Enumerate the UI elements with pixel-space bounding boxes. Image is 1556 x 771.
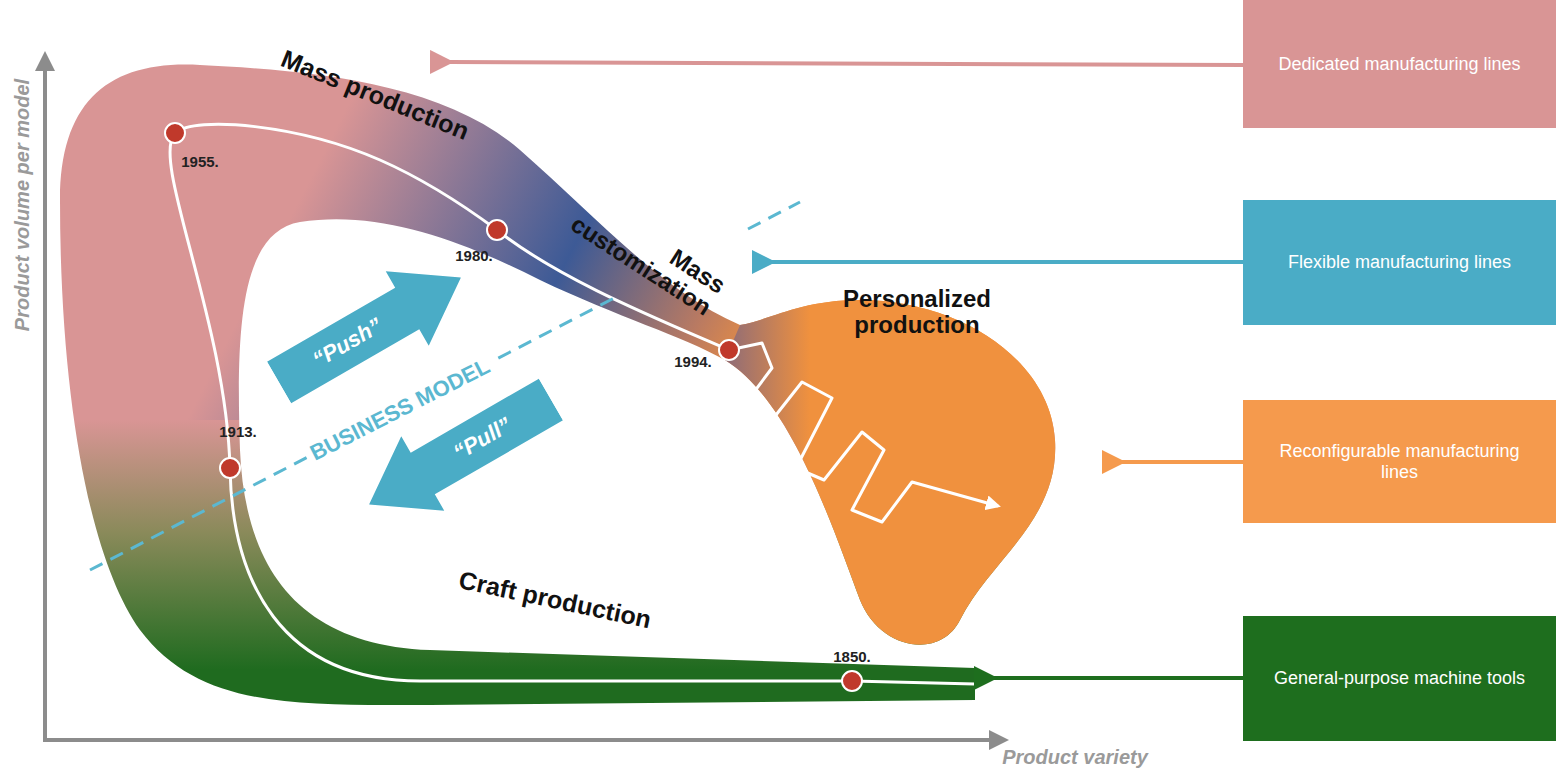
axis-title: Product volume per model: [11, 79, 33, 331]
x-axis: [43, 738, 1005, 742]
leader-arrow: [772, 260, 1243, 264]
paradigm-box: Dedicated manufacturing lines: [1243, 0, 1556, 128]
timeline-path: [170, 124, 975, 684]
box-label: Dedicated manufacturing lines: [1278, 54, 1520, 75]
zigzag-path: [729, 343, 998, 522]
business-model-line: [748, 202, 800, 229]
box-label: General-purpose machine tools: [1274, 668, 1525, 689]
paradigm-box: Flexible manufacturing lines: [1243, 200, 1556, 325]
axis-title: Product variety: [1002, 746, 1148, 768]
paradigm-label: Mass production: [277, 45, 473, 145]
paradigm-box: General-purpose machine tools: [1243, 616, 1556, 741]
leader-arrow: [994, 676, 1243, 680]
paradigm-box: Reconfigurable manufacturing lines: [1243, 400, 1556, 523]
year-dots: [165, 123, 862, 691]
paradigm-band: [0, 0, 1100, 771]
box-label: Flexible manufacturing lines: [1288, 252, 1511, 273]
leader-arrow: [1122, 460, 1243, 464]
business-model-line: [90, 295, 620, 570]
year-label: 1955.: [181, 154, 219, 171]
box-label: Reconfigurable manufacturing lines: [1267, 441, 1532, 482]
y-axis: [43, 55, 47, 742]
paradigm-label: Personalized production: [830, 286, 1005, 339]
paradigm-label: Craft production: [456, 566, 653, 634]
leader-arrow: [450, 62, 1243, 65]
year-label: 1980.: [455, 248, 493, 265]
year-label: 1994.: [674, 354, 712, 371]
personalized-blob: [725, 300, 1055, 645]
year-label: 1850.: [833, 649, 871, 666]
paradigm-label: Mass customization: [550, 179, 730, 321]
year-label: 1913.: [219, 424, 257, 441]
